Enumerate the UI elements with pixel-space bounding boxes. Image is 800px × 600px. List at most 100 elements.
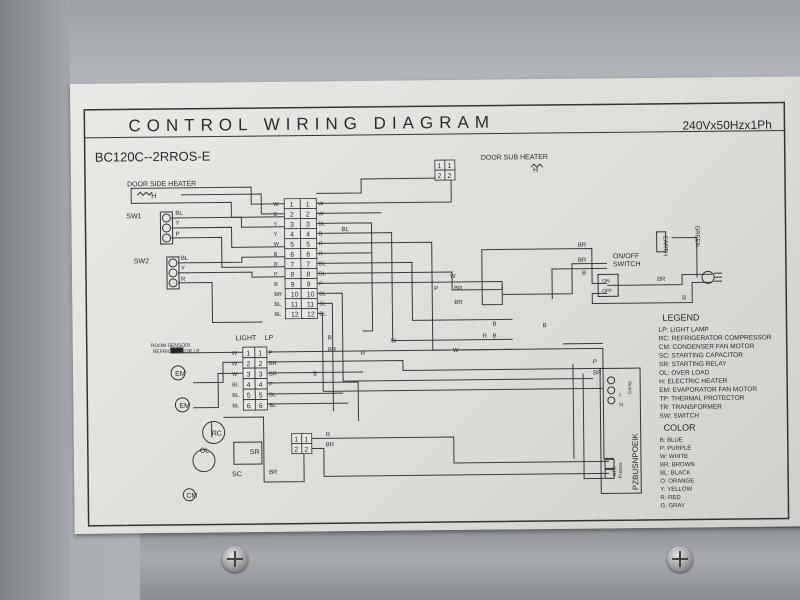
- cabinet-side-panel: [0, 0, 70, 600]
- switch-on-label: ON: [602, 278, 610, 284]
- wire-color-label: R: [361, 351, 366, 357]
- wire-color-label: Y: [274, 232, 278, 238]
- wire-color-label: BR: [657, 277, 666, 283]
- wire-color-label: BL: [319, 261, 326, 267]
- wire-color-label: P: [593, 359, 597, 365]
- overload-label: OL: [200, 448, 210, 455]
- switch-terminal-icon: [162, 223, 172, 233]
- wire-color-label: BR: [454, 300, 463, 306]
- power-plug-icon: [701, 270, 723, 284]
- wire: [171, 226, 285, 248]
- main-terminal-cell: [300, 308, 318, 319]
- main-terminal-number: 2: [290, 212, 294, 219]
- wire-color-label: BR: [578, 243, 587, 249]
- wire: [171, 216, 285, 228]
- wire: [316, 177, 436, 214]
- color-legend-item: Y: YELLOW: [660, 487, 692, 493]
- main-terminal-number: 8: [290, 272, 294, 279]
- wire: [267, 381, 360, 422]
- main-terminal-number: 11: [291, 302, 298, 309]
- wire: [317, 292, 594, 382]
- wire: [317, 302, 334, 412]
- wire: [171, 236, 285, 268]
- legend-item: SC: STARTING CAPACITOR: [659, 352, 743, 360]
- main-terminal-number: 9: [307, 281, 311, 288]
- wire: [193, 361, 243, 384]
- wire-color-label: W: [453, 348, 459, 354]
- wiring-diagram: CONTROL WIRING DIAGRAM 240Vx50Hzx1Ph BC1…: [83, 101, 790, 527]
- wire-color-label: W: [232, 372, 238, 378]
- main-terminal-number: 7: [306, 261, 310, 268]
- starting-capacitor-label: SC: [232, 471, 242, 478]
- wire-color-label: BL: [232, 382, 239, 388]
- legend-item: CM: CONDENSER FAN MOTOR: [659, 343, 755, 351]
- wire-color-label: P: [274, 272, 278, 278]
- color-legend-item: G: GRAY: [660, 503, 685, 509]
- compressor-terminal-cell: [301, 443, 313, 454]
- main-terminal-number: 3: [290, 222, 294, 229]
- color-legend-item: BL: BLACK: [660, 470, 690, 476]
- wire-color-label: R: [326, 432, 331, 438]
- wire: [316, 167, 452, 204]
- wire-color-label: BL: [232, 403, 239, 409]
- wire: [562, 342, 605, 480]
- wire-color-label: BL: [181, 256, 189, 262]
- main-terminal-number: 1: [306, 201, 310, 208]
- wire-color-label: BL: [319, 271, 326, 277]
- lower-terminal-number: 1: [258, 351, 262, 358]
- main-terminal-number: 12: [291, 312, 299, 319]
- wire-color-label: BR: [593, 370, 602, 376]
- main-terminal-number: 3: [306, 221, 310, 228]
- legend-item: SR: STARTING RELAY: [659, 361, 727, 369]
- light-lamp-symbol: LP: [265, 335, 274, 342]
- sw1-box: [159, 211, 174, 245]
- wire-color-label: B: [274, 252, 278, 258]
- earth-label: EARTH: [662, 236, 668, 256]
- wire-color-label: P: [176, 232, 180, 238]
- neutral-label: N: [619, 402, 623, 408]
- starting-relay-icon: [233, 441, 263, 465]
- wire-color-label: BL: [342, 227, 350, 233]
- evaporator-fan-motor-2: EM: [179, 403, 190, 410]
- sw2-label: SW2: [134, 258, 149, 265]
- wire: [177, 256, 285, 264]
- wire-color-label: B: [493, 322, 497, 328]
- lower-terminal-number: 3: [259, 371, 263, 378]
- sub-heater-terminal-cell: [444, 169, 456, 181]
- controller-terminal-icon: [607, 396, 616, 405]
- wire-color-label: BR: [578, 258, 587, 264]
- wire: [177, 271, 286, 278]
- onoff-switch-label-2: SWITCH: [613, 261, 641, 268]
- main-terminal-number: 10: [291, 292, 299, 299]
- legend-item: EM: EVAPORATOR FAN MOTOR: [659, 386, 757, 394]
- onoff-switch-label: ON/OFF: [613, 253, 640, 260]
- compressor-terminal-number: 1: [294, 437, 298, 444]
- probe-terminal-icon: [604, 468, 615, 479]
- switch-off-label: OFF: [602, 288, 612, 294]
- wire-color-label: B: [582, 271, 586, 277]
- wire-color-label: P: [269, 382, 273, 388]
- lower-terminal-number: 3: [247, 372, 251, 379]
- green-wire-label: GREEN: [694, 225, 700, 246]
- title-divider: [84, 130, 785, 139]
- wire-color-label: Y: [175, 221, 179, 227]
- main-terminal-number: 2: [306, 211, 310, 218]
- starting-relay-label: SR: [250, 449, 260, 456]
- wire-color-label: Y: [273, 222, 277, 228]
- lower-terminal-number: 5: [259, 392, 263, 399]
- lower-terminal-number: 5: [247, 393, 251, 400]
- wire: [317, 312, 604, 392]
- wire: [311, 436, 610, 477]
- wire: [266, 347, 614, 459]
- color-legend-item: W: WHITE: [660, 454, 688, 460]
- controller-terminal-icon: [607, 386, 616, 395]
- main-terminal-number: 5: [290, 242, 294, 249]
- controller-box: [599, 367, 642, 494]
- wire-color-label: BR: [326, 442, 335, 448]
- wire-color-label: W: [391, 339, 397, 345]
- door-side-heater-symbol: H: [151, 193, 156, 200]
- wire-color-label: W: [318, 211, 324, 217]
- compressor-terminal-number: 2: [294, 447, 298, 454]
- evaporator-fan-motor-icon: [174, 397, 190, 413]
